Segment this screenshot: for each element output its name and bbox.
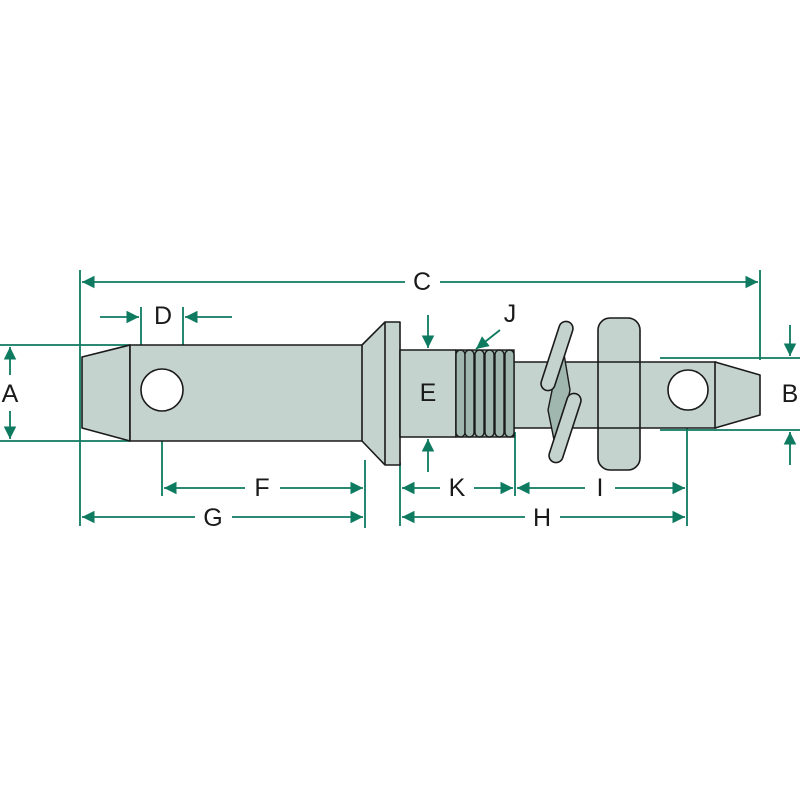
- nut: [597, 317, 641, 471]
- label-k: K: [449, 474, 466, 502]
- label-d: D: [154, 302, 172, 330]
- label-c: C: [413, 268, 431, 296]
- dimension-labels: A B C D E F G H I J K: [2, 268, 799, 532]
- label-j: J: [504, 300, 517, 328]
- label-i: I: [597, 474, 604, 502]
- label-a: A: [2, 380, 19, 408]
- thread-ridges: [455, 349, 515, 438]
- label-f: F: [254, 474, 269, 502]
- pin-hole-left: [140, 368, 184, 412]
- label-e: E: [420, 379, 437, 407]
- label-b: B: [782, 380, 799, 408]
- extension-lines: [0, 270, 800, 528]
- spring-clip: [540, 320, 582, 464]
- label-g: G: [203, 504, 222, 532]
- dimension-lines: [3, 275, 797, 524]
- label-h: H: [533, 504, 551, 532]
- pin-hole-right: [667, 369, 709, 411]
- pin-body: [81, 321, 457, 466]
- collar: [361, 321, 401, 466]
